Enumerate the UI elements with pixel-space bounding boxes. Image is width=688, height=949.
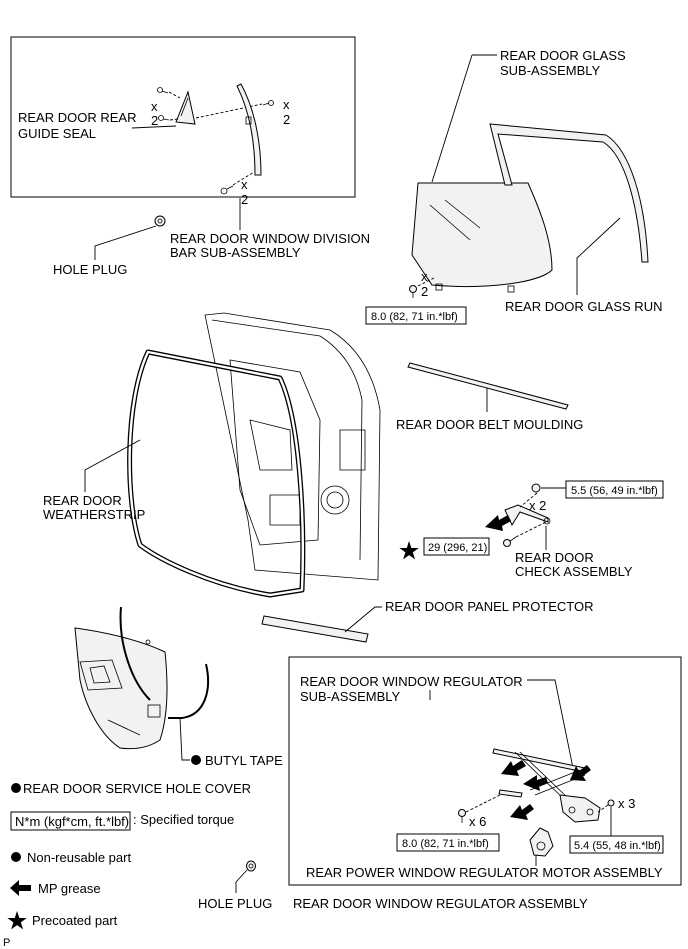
label-panel-protector: REAR DOOR PANEL PROTECTOR [385, 599, 594, 614]
label-regulator-sub-line2: SUB-ASSEMBLY [300, 689, 401, 704]
torque-glass: 8.0 (82, 71 in.*lbf) [371, 311, 458, 323]
door-panel-part [204, 312, 381, 581]
hole-plug-icon [246, 860, 256, 872]
qty-bar-upper-n: 2 [283, 112, 290, 127]
leader-panel-protector [344, 606, 382, 633]
torque-box-check-nut [565, 480, 664, 499]
legend-non-reusable: Non-reusable part [27, 850, 131, 865]
hole-plug-icon [154, 215, 166, 227]
weatherstrip-part [127, 349, 306, 598]
label-hole-plug-bottom: HOLE PLUG [198, 896, 272, 911]
leader-guide-seal [131, 125, 177, 129]
division-bar-part [236, 83, 262, 176]
torque-regulator-nut: 5.4 (55, 48 in.*lbf) [574, 840, 661, 852]
qty-glass-n: 2 [421, 284, 428, 299]
torque-regulator-bolt: 8.0 (82, 71 in.*lbf) [402, 838, 489, 850]
butyl-tape-part [119, 606, 210, 719]
check-assembly-part [504, 483, 551, 527]
label-regulator-sub-line1: REAR DOOR WINDOW REGULATOR [300, 674, 523, 689]
leader-glass [431, 54, 473, 183]
torque-check-bolt: 29 (296, 21) [428, 542, 487, 554]
legend-non-reusable-icon [11, 852, 21, 862]
leader-regulator-sub [527, 679, 574, 769]
leader-hole-plug-top [94, 225, 157, 260]
torque-box-regulator-bolt [396, 833, 500, 852]
label-hole-plug-top: HOLE PLUG [53, 262, 127, 277]
legend-precoated: Precoated part [32, 913, 118, 928]
guide-seal-part [175, 90, 196, 125]
torque-box-regulator-nut [569, 835, 664, 854]
qty-bar-lower-x: x [241, 177, 248, 192]
legend-torque-desc: : Specified torque [133, 812, 234, 827]
panel-protector-part [261, 615, 369, 643]
label-guide-seal-line2: GUIDE SEAL [18, 126, 96, 141]
qty-regulator-nuts: x 3 [618, 796, 635, 811]
regulator-sub-assembly-part [492, 748, 601, 823]
legend-torque-box [10, 811, 131, 831]
label-check-line2: CHECK ASSEMBLY [515, 564, 633, 579]
qty-guide-seal-x: x [151, 99, 158, 114]
label-glass-run: REAR DOOR GLASS RUN [505, 299, 662, 314]
qty-guide-seal-n: 2 [151, 113, 158, 128]
bolt-icon [503, 536, 517, 547]
torque-check-nut: 5.5 (56, 49 in.*lbf) [571, 485, 658, 497]
label-butyl-tape: BUTYL TAPE [205, 753, 283, 768]
screw-icon [157, 87, 274, 195]
bolt-icon [458, 809, 466, 823]
mp-grease-arrow-icon [501, 760, 591, 820]
nut-icon [607, 799, 615, 807]
label-regulator-assembly: REAR DOOR WINDOW REGULATOR ASSEMBLY [293, 896, 588, 911]
torque-box-check-bolt [423, 537, 490, 556]
legend-torque-unit: N*m (kgf*cm, ft.*lbf) [15, 814, 129, 829]
legend-precoated-icon [7, 911, 27, 930]
leader-hole-plug-bottom [235, 869, 248, 893]
mp-grease-arrow-icon [485, 515, 511, 531]
leader-weatherstrip [84, 439, 141, 492]
leader-butyl-tape [179, 717, 190, 761]
label-check-line1: REAR DOOR [515, 550, 594, 565]
label-glass-line1: REAR DOOR GLASS [500, 48, 626, 63]
inset-box-regulator [288, 656, 682, 886]
label-service-hole-cover: REAR DOOR SERVICE HOLE COVER [23, 781, 251, 796]
belt-moulding-part [407, 362, 569, 410]
page-mark: P [3, 937, 10, 949]
qty-regulator-bolts: x 6 [469, 814, 486, 829]
label-guide-seal-line1: REAR DOOR REAR [18, 110, 136, 125]
legend-mp-grease: MP grease [38, 881, 101, 896]
non-reusable-dot-icon [11, 783, 21, 793]
label-weatherstrip-line1: REAR DOOR [43, 493, 122, 508]
inset-box-division-bar [10, 36, 356, 198]
qty-bar-upper-x: x [283, 97, 290, 112]
qty-bar-lower-n: 2 [241, 192, 248, 207]
label-motor-assembly: REAR POWER WINDOW REGULATOR MOTOR ASSEMB… [306, 865, 663, 880]
bolt-icon [409, 285, 417, 298]
torque-box-glass [365, 306, 467, 325]
label-belt-moulding: REAR DOOR BELT MOULDING [396, 417, 583, 432]
legend-mp-grease-icon [10, 880, 31, 896]
label-weatherstrip-line2: WEATHERSTRIP [43, 507, 145, 522]
motor-part [529, 827, 554, 857]
qty-glass-x: x [421, 269, 428, 284]
glass-part [411, 182, 553, 293]
label-glass-line2: SUB-ASSEMBLY [500, 63, 601, 78]
glass-run-part [489, 123, 649, 263]
label-division-bar-line2: BAR SUB-ASSEMBLY [170, 245, 301, 260]
qty-check: x 2 [529, 498, 546, 513]
precoated-star-icon [399, 541, 419, 560]
label-division-bar-line1: REAR DOOR WINDOW DIVISION [170, 231, 370, 246]
leader-glass-run [576, 217, 621, 295]
service-hole-cover-part [74, 627, 168, 750]
non-reusable-dot-icon [191, 755, 201, 765]
